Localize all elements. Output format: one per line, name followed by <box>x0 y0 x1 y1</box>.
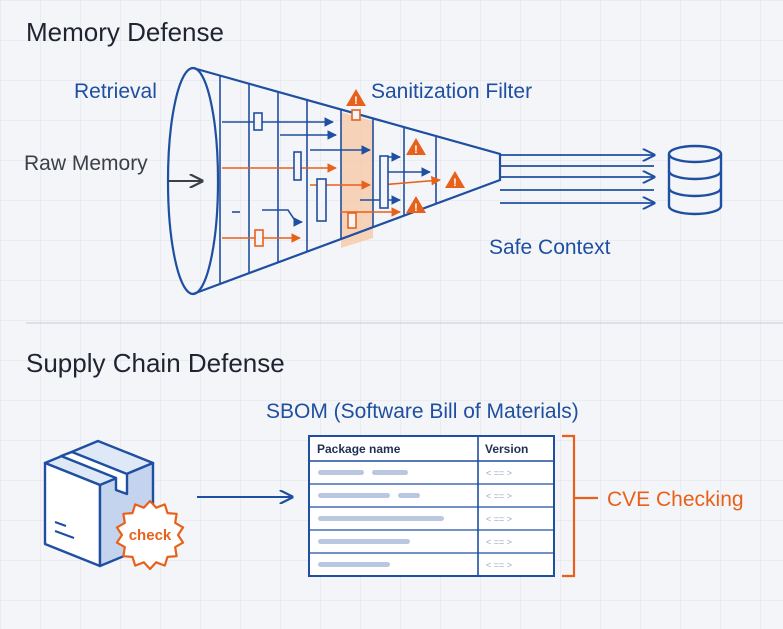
sbom-title: SBOM (Software Bill of Materials) <box>266 400 579 423</box>
database-icon <box>667 144 723 216</box>
version-placeholder: < == > <box>486 468 512 478</box>
svg-text:!: ! <box>414 202 418 214</box>
warning-icon: ! <box>346 89 366 107</box>
warning-icon: ! <box>406 138 426 156</box>
version-placeholder: < == > <box>486 491 512 501</box>
header-package-name: Package name <box>317 442 401 456</box>
sbom-table: Package name Version < == > < == > < == … <box>308 435 555 577</box>
version-placeholder: < == > <box>486 537 512 547</box>
retrieval-label: Retrieval <box>74 80 157 103</box>
svg-text:!: ! <box>354 95 358 107</box>
svg-text:!: ! <box>414 144 418 156</box>
sanitization-band <box>341 112 373 248</box>
sanitization-filter-label: Sanitization Filter <box>371 80 533 103</box>
version-placeholder: < == > <box>486 560 512 570</box>
check-badge-text: check <box>129 527 172 544</box>
retrieval-funnel: ! ! ! ! <box>166 66 654 296</box>
safe-context-label: Safe Context <box>489 236 611 259</box>
version-placeholder: < == > <box>486 514 512 524</box>
warning-icon: ! <box>445 171 465 189</box>
raw-memory-label: Raw Memory <box>24 152 148 175</box>
svg-text:!: ! <box>453 177 457 189</box>
supply-chain-defense-title: Supply Chain Defense <box>26 348 285 378</box>
header-version: Version <box>485 442 528 456</box>
cve-bracket <box>562 434 576 578</box>
check-badge: check <box>115 499 185 571</box>
cve-checking-label: CVE Checking <box>607 488 744 511</box>
warning-icon: ! <box>406 196 426 214</box>
memory-defense-title: Memory Defense <box>26 17 224 47</box>
